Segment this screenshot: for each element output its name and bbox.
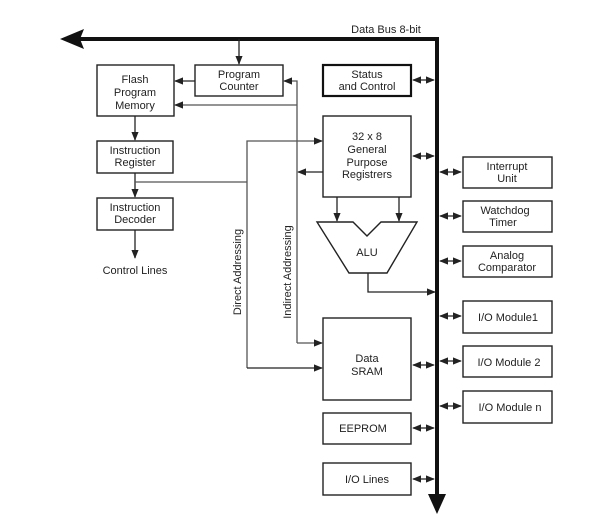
- svg-text:Purpose: Purpose: [347, 157, 388, 169]
- svg-text:Flash: Flash: [122, 74, 149, 86]
- data-sram-block: Data SRAM: [322, 317, 412, 401]
- svg-text:Instruction: Instruction: [110, 145, 161, 157]
- alu-block: ALU: [315, 221, 419, 274]
- bus-arrow-down-icon: [428, 494, 446, 514]
- bus-label: Data Bus 8-bit: [351, 24, 421, 36]
- svg-text:General: General: [347, 144, 386, 156]
- svg-text:Program: Program: [218, 69, 260, 81]
- svg-text:Watchdog: Watchdog: [480, 205, 529, 217]
- bus-arrow-left-icon: [60, 29, 84, 49]
- svg-text:ALU: ALU: [356, 247, 377, 259]
- instruction-decoder-block: Instruction Decoder: [96, 197, 174, 231]
- connections: [131, 39, 462, 483]
- svg-text:I/O Module1: I/O Module1: [478, 312, 538, 324]
- svg-text:EEPROM: EEPROM: [339, 423, 387, 435]
- svg-text:I/O Module 2: I/O Module 2: [478, 357, 541, 369]
- svg-text:Unit: Unit: [497, 173, 517, 185]
- svg-text:Interrupt: Interrupt: [487, 161, 528, 173]
- instruction-register-block: Instruction Register: [96, 140, 174, 174]
- wire-indirect-to-pc: [283, 77, 298, 343]
- svg-text:32 x 8: 32 x 8: [352, 131, 382, 143]
- svg-text:Registrers: Registrers: [342, 169, 393, 181]
- indirect-addressing-label: Indirect Addressing: [282, 225, 294, 319]
- svg-text:SRAM: SRAM: [351, 366, 383, 378]
- wire-direct-to-gpr: [246, 137, 323, 368]
- svg-text:Decoder: Decoder: [114, 214, 156, 226]
- svg-text:I/O Lines: I/O Lines: [345, 474, 390, 486]
- svg-text:Memory: Memory: [115, 100, 155, 112]
- status-control-block: Status and Control: [321, 63, 413, 98]
- svg-text:Analog: Analog: [490, 250, 524, 262]
- direct-addressing-label: Direct Addressing: [232, 229, 244, 315]
- io-module-1-block: I/O Module1: [462, 300, 553, 334]
- watchdog-timer-block: Watchdog Timer: [462, 200, 553, 233]
- flash-program-memory-block: Flash Program Memory: [96, 64, 175, 117]
- svg-text:Register: Register: [115, 157, 156, 169]
- control-lines-label: Control Lines: [103, 265, 168, 277]
- svg-text:Counter: Counter: [219, 81, 258, 93]
- svg-text:Instruction: Instruction: [110, 202, 161, 214]
- io-lines-block: I/O Lines: [322, 462, 412, 496]
- analog-comparator-block: Analog Comparator: [462, 245, 553, 278]
- svg-text:Timer: Timer: [489, 217, 517, 229]
- svg-text:Status: Status: [351, 69, 383, 81]
- wire-alu-to-bus: [367, 273, 436, 296]
- svg-text:Comparator: Comparator: [478, 262, 536, 274]
- svg-text:and Control: and Control: [339, 81, 396, 93]
- svg-text:I/O Module n: I/O Module n: [479, 402, 542, 414]
- svg-text:Program: Program: [114, 87, 156, 99]
- io-module-n-block: I/O Module n: [462, 390, 553, 424]
- program-counter-block: Program Counter: [194, 64, 284, 97]
- data-bus: Data Bus 8-bit: [60, 24, 446, 514]
- interrupt-unit-block: Interrupt Unit: [462, 156, 553, 189]
- io-module-2-block: I/O Module 2: [462, 345, 553, 378]
- eeprom-block: EEPROM: [322, 412, 412, 445]
- general-purpose-registers-block: 32 x 8 General Purpose Registrers: [322, 115, 412, 198]
- svg-text:Data: Data: [355, 353, 379, 365]
